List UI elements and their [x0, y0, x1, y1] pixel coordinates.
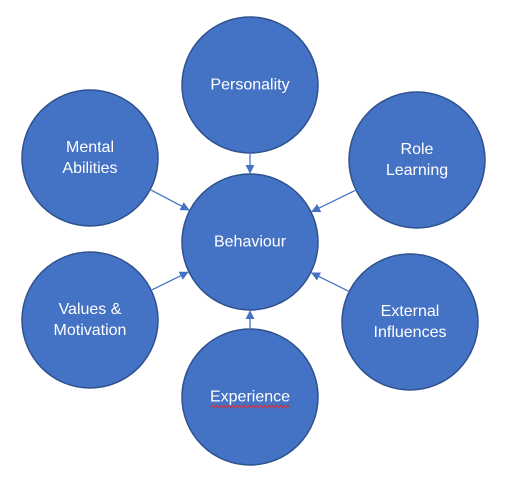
node-behaviour-label-line-1: Behaviour: [214, 234, 287, 251]
node-experience: Experience: [181, 328, 319, 466]
node-values-motivation-label-line-1: Values &: [59, 301, 122, 318]
node-external-influences-circle: [341, 253, 479, 391]
node-experience-circle: [181, 328, 319, 466]
node-role-learning-label-line-2: Learning: [386, 162, 448, 179]
node-behaviour: Behaviour: [181, 173, 319, 311]
node-mental-abilities-label-line-1: Mental: [66, 139, 114, 156]
nodes: Behaviour PersonalityRoleLearningExternal…: [21, 16, 486, 466]
node-values-motivation: Values & Motivation: [21, 251, 159, 389]
node-mental-abilities-circle: [21, 89, 159, 227]
spellcheck-underline-experience: [209, 404, 291, 409]
node-role-learning-circle: [348, 91, 486, 229]
node-values-motivation-circle: [21, 251, 159, 389]
node-values-motivation-label-line-2: Motivation: [54, 322, 127, 339]
node-personality-circle: [181, 16, 319, 154]
node-personality: Personality: [181, 16, 319, 154]
arrow-role-learning-to-behaviour: [311, 189, 356, 213]
arrow-external-influences-to-behaviour: [310, 272, 349, 292]
node-mental-abilities-label-line-2: Abilities: [62, 160, 117, 177]
node-experience-label-line-1: Experience: [210, 389, 290, 406]
node-personality-label-line-1: Personality: [210, 77, 289, 94]
node-external-influences-label-line-1: External: [381, 303, 440, 320]
node-role-learning-label-line-1: Role: [401, 141, 434, 158]
node-behaviour-circle: [181, 173, 319, 311]
edges: [150, 154, 356, 328]
arrow-values-motivation-to-behaviour: [151, 271, 189, 291]
node-external-influences-label-line-2: Influences: [374, 324, 447, 341]
arrow-mental-abilities-to-behaviour: [150, 189, 190, 211]
